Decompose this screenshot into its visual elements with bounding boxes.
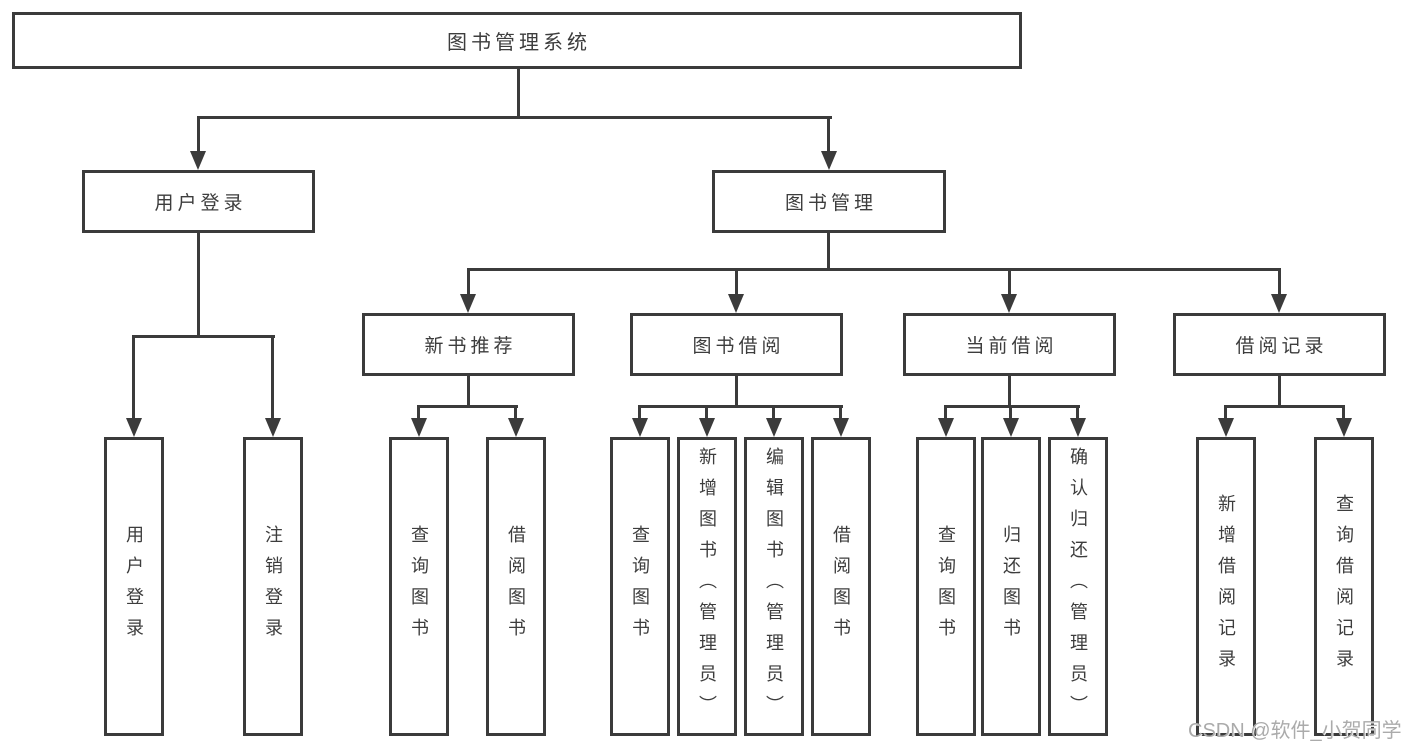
arrow-down-icon (1001, 294, 1017, 313)
leaf-logout: 注销登录 (243, 437, 303, 736)
arrow-down-icon (126, 418, 142, 437)
connector-line (132, 335, 135, 423)
arrow-down-icon (265, 418, 281, 437)
connector-line (827, 116, 830, 154)
node-book-management: 图书管理 (712, 170, 946, 233)
arrow-down-icon (460, 294, 476, 313)
arrow-down-icon (1336, 418, 1352, 437)
leaf-return-book-label: 归还图书 (1001, 524, 1021, 649)
arrow-down-icon (938, 418, 954, 437)
leaf-borrow-books-1-label: 借阅图书 (506, 524, 526, 649)
arrow-down-icon (833, 418, 849, 437)
node-new-book-recommend: 新书推荐 (362, 313, 575, 376)
leaf-add-borrow-record: 新增借阅记录 (1196, 437, 1256, 736)
leaf-query-borrow-record-label: 查询借阅记录 (1334, 493, 1354, 680)
connector-line (467, 268, 470, 298)
connector-line (1009, 405, 1012, 425)
connector-line (1224, 405, 1345, 408)
node-borrow-records: 借阅记录 (1173, 313, 1386, 376)
leaf-query-borrow-record: 查询借阅记录 (1314, 437, 1374, 736)
connector-line (132, 335, 275, 338)
node-borrow-records-label: 借阅记录 (1235, 336, 1328, 357)
connector-line (1008, 268, 1011, 298)
connector-line (467, 268, 1281, 271)
connector-line (705, 405, 708, 425)
node-user-login: 用户登录 (82, 170, 315, 233)
connector-line (1008, 376, 1011, 408)
leaf-confirm-return-admin: 确认归还（管理员） (1048, 437, 1108, 736)
leaf-user-login: 用户登录 (104, 437, 164, 736)
connector-line (514, 405, 517, 425)
connector-line (944, 405, 947, 425)
connector-line (1224, 405, 1227, 425)
arrow-down-icon (1003, 418, 1019, 437)
connector-line (735, 376, 738, 408)
leaf-confirm-return-admin-label: 确认归还（管理员） (1068, 447, 1088, 726)
watermark-text: CSDN @软件_小贺同学 (1188, 720, 1402, 742)
leaf-edit-book-admin: 编辑图书（管理员） (744, 437, 804, 736)
leaf-logout-label: 注销登录 (263, 524, 283, 649)
leaf-query-books-2: 查询图书 (610, 437, 670, 736)
connector-line (517, 69, 520, 119)
connector-line (197, 116, 832, 119)
arrow-down-icon (766, 418, 782, 437)
leaf-add-book-admin-label: 新增图书（管理员） (697, 447, 717, 726)
arrow-down-icon (632, 418, 648, 437)
arrow-down-icon (821, 151, 837, 170)
connector-line (417, 405, 518, 408)
node-book-borrow-label: 图书借阅 (692, 336, 785, 357)
arrow-down-icon (1271, 294, 1287, 313)
connector-line (735, 268, 738, 298)
arrow-down-icon (411, 418, 427, 437)
arrow-down-icon (1070, 418, 1086, 437)
leaf-query-books-1: 查询图书 (389, 437, 449, 736)
connector-line (638, 405, 843, 408)
connector-line (827, 233, 830, 271)
connector-line (1278, 376, 1281, 408)
leaf-user-login-label: 用户登录 (124, 524, 144, 649)
connector-line (944, 405, 1080, 408)
connector-line (772, 405, 775, 425)
leaf-return-book: 归还图书 (981, 437, 1041, 736)
leaf-query-books-1-label: 查询图书 (409, 524, 429, 649)
arrow-down-icon (190, 151, 206, 170)
arrow-down-icon (699, 418, 715, 437)
connector-line (638, 405, 641, 425)
connector-line (197, 233, 200, 338)
leaf-add-borrow-record-label: 新增借阅记录 (1216, 493, 1236, 680)
node-new-book-recommend-label: 新书推荐 (424, 336, 517, 357)
connector-line (1342, 405, 1345, 425)
connector-line (1278, 268, 1281, 298)
leaf-borrow-books-2: 借阅图书 (811, 437, 871, 736)
connector-line (839, 405, 842, 425)
connector-line (271, 335, 274, 423)
leaf-query-books-2-label: 查询图书 (630, 524, 650, 649)
node-book-management-label: 图书管理 (784, 193, 877, 214)
arrow-down-icon (1218, 418, 1234, 437)
connector-line (1076, 405, 1079, 425)
connector-line (467, 376, 470, 408)
arrow-down-icon (508, 418, 524, 437)
arrow-down-icon (728, 294, 744, 313)
leaf-query-books-3-label: 查询图书 (936, 524, 956, 649)
node-user-login-label: 用户登录 (154, 193, 247, 214)
node-current-borrow-label: 当前借阅 (965, 336, 1058, 357)
node-book-borrow: 图书借阅 (630, 313, 843, 376)
node-root-label: 图书管理系统 (447, 32, 591, 54)
leaf-query-books-3: 查询图书 (916, 437, 976, 736)
leaf-borrow-books-1: 借阅图书 (486, 437, 546, 736)
leaf-edit-book-admin-label: 编辑图书（管理员） (764, 447, 784, 726)
connector-line (197, 116, 200, 154)
node-current-borrow: 当前借阅 (903, 313, 1116, 376)
leaf-borrow-books-2-label: 借阅图书 (831, 524, 851, 649)
node-root: 图书管理系统 (12, 12, 1022, 69)
leaf-add-book-admin: 新增图书（管理员） (677, 437, 737, 736)
connector-line (417, 405, 420, 425)
